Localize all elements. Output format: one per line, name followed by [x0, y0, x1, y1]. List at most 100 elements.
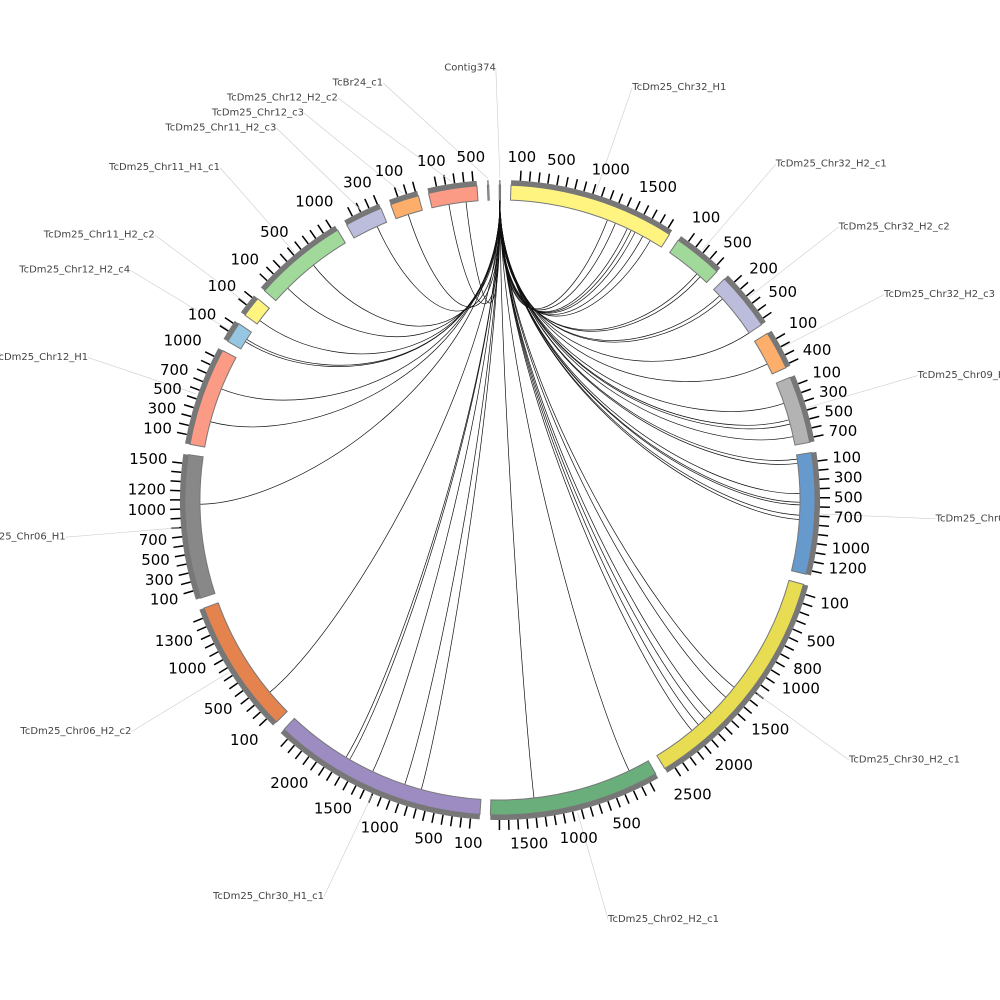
tick-mark: [173, 545, 184, 549]
tick-mark: [592, 183, 597, 194]
tick-mark: [526, 818, 529, 829]
tick-mark: [674, 767, 682, 777]
segment-TcDm25_Chr12_H2_c2[interactable]: [427, 171, 479, 209]
tick-label: 1000: [128, 501, 166, 519]
link-TcDm25_Chr30_H1_c1: [349, 199, 501, 760]
link-TcDm25_Chr30_H1_c1: [404, 199, 501, 785]
tick-mark: [471, 171, 474, 182]
tick-label: 400: [803, 341, 832, 359]
segment-TcDm25_Chr06_H1[interactable]: [169, 453, 216, 600]
segment-TcDm25_Chr32_H1[interactable]: [509, 170, 675, 248]
tick-mark: [309, 229, 317, 239]
segment-band[interactable]: [509, 184, 671, 248]
segment-band[interactable]: [244, 297, 270, 325]
segment-TcDm25_Chr12_c3[interactable]: [388, 181, 423, 220]
tick-label: 100: [375, 162, 404, 180]
tick-mark: [574, 179, 579, 190]
tick-mark: [468, 818, 472, 829]
segment-name-leader-line: [577, 812, 609, 920]
tick-mark: [565, 176, 569, 188]
tick-mark: [784, 645, 795, 652]
segment-TcDm25_Chr09_H1[interactable]: [790, 451, 830, 576]
segment-name-leader-line: [337, 97, 452, 182]
segment-band[interactable]: [669, 239, 718, 284]
segment-band[interactable]: [345, 207, 388, 239]
segment-band[interactable]: [713, 278, 763, 334]
segment-name-leader-line: [595, 87, 633, 193]
segment-name-label: TcDm25_Chr12_H1: [0, 352, 88, 363]
segment-TcDm25_Chr11_H2_c2[interactable]: [238, 290, 270, 325]
segment-TcDm25_Chr12_H2_c4[interactable]: [219, 317, 253, 350]
segment-name-leader-line: [821, 513, 936, 520]
segment-Contig374[interactable]: [498, 180, 502, 201]
tick-label: 1500: [639, 178, 677, 196]
segment-TcDm25_Chr32_H2_c3[interactable]: [753, 330, 799, 375]
tick-mark: [517, 819, 520, 830]
tick-label: 100: [143, 419, 172, 437]
segment-name-label: TcDm25_Chr32_H2_c3: [883, 289, 995, 300]
tick-mark: [571, 811, 576, 822]
segment-axis-strip: [790, 375, 815, 443]
tick-mark: [272, 259, 281, 269]
segment-TcDm25_Chr32_H2_c1[interactable]: [669, 232, 725, 284]
tick-mark: [796, 619, 806, 626]
labels-layer: Contig374TcBr24_c1TcDm25_Chr12_H2_c2TcDm…: [0, 63, 1000, 925]
tick-mark: [209, 651, 219, 658]
segment-TcDm25_Chr06_H2_c2[interactable]: [193, 602, 288, 727]
segment-name-label: TcDm25_Chr12_H2_c4: [18, 265, 130, 276]
segment-band[interactable]: [184, 454, 216, 599]
link-TcDm25_Chr11_H1_c1: [287, 199, 501, 337]
tick-mark: [760, 684, 770, 692]
tick-mark: [598, 803, 604, 814]
segment-band[interactable]: [283, 717, 482, 815]
tick-mark: [440, 814, 444, 825]
segment-band[interactable]: [486, 184, 490, 201]
segment-TcDm25_Chr02_H2_c1[interactable]: [489, 760, 659, 831]
tick-mark: [709, 250, 718, 260]
tick-label: 500: [612, 815, 641, 833]
link-TcDm25_Chr12_H2_c2: [465, 199, 501, 304]
segment-band[interactable]: [263, 229, 347, 302]
tick-mark: [178, 422, 189, 427]
segment-band[interactable]: [753, 332, 787, 375]
tick-mark: [350, 785, 357, 795]
tick-mark: [176, 563, 187, 567]
segment-TcBr24_c1[interactable]: [486, 180, 490, 201]
tick-label: 100: [417, 152, 446, 170]
tick-mark: [716, 256, 725, 266]
segment-axis-strip: [223, 320, 239, 342]
segment-TcDm25_Chr30_H2_c1[interactable]: [656, 579, 816, 777]
tick-mark: [196, 368, 207, 374]
link-TcDm25_Chr30_H2_c1: [499, 199, 699, 726]
tick-mark: [805, 593, 816, 599]
tick-label: 500: [204, 700, 233, 718]
segment-name-leader-line: [130, 269, 228, 329]
segment-TcDm25_Chr11_H2_c3[interactable]: [344, 194, 388, 239]
segment-name-label: TcDm25_Chr12_H2_c2: [226, 93, 338, 104]
segment-band[interactable]: [390, 195, 423, 220]
segment-band[interactable]: [656, 579, 805, 770]
tick-label: 1200: [128, 481, 166, 499]
segment-axis-strip: [240, 295, 258, 316]
segment-band[interactable]: [498, 184, 502, 201]
segment-TcDm25_Chr11_H1_c1[interactable]: [259, 219, 347, 302]
tick-mark: [431, 812, 435, 824]
segment-TcDm25_Chr30_H1_c1[interactable]: [280, 717, 482, 829]
tick-mark: [816, 543, 828, 546]
segment-TcDm25_Chr09_H2_c5[interactable]: [775, 375, 824, 446]
tick-mark: [659, 214, 667, 224]
segment-band[interactable]: [227, 323, 253, 350]
tick-mark: [784, 349, 795, 356]
segment-TcDm25_Chr12_H1[interactable]: [176, 348, 237, 448]
segment-band[interactable]: [775, 376, 811, 446]
tick-mark: [200, 634, 211, 641]
segments-layer: [169, 170, 830, 831]
segment-band[interactable]: [203, 602, 288, 723]
tick-mark: [702, 244, 711, 254]
segment-band[interactable]: [189, 349, 237, 448]
tick-label: 100: [812, 364, 841, 382]
segment-axis-strip: [806, 451, 820, 576]
segment-TcDm25_Chr32_H2_c2[interactable]: [713, 274, 772, 334]
segment-band[interactable]: [427, 185, 479, 209]
